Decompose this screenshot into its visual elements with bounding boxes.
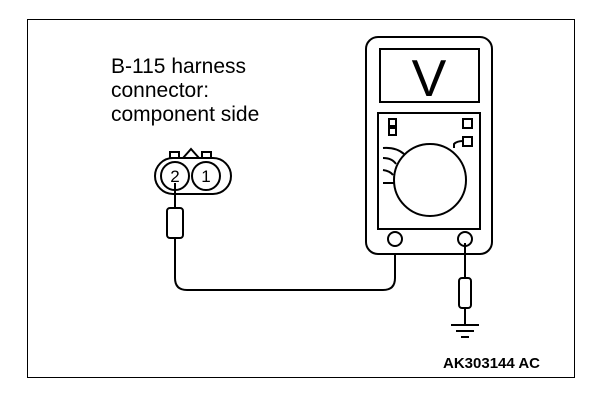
probe-pin-2 [166, 183, 184, 246]
connector-label: B-115 harness connector: component side [111, 55, 259, 127]
connector-label-line-2: connector: [111, 79, 210, 102]
meter-com-jack [387, 231, 403, 247]
connector-label-line-1: B-115 harness [111, 55, 247, 78]
harness-connector [154, 147, 232, 195]
pin-2-label: 2 [170, 167, 179, 186]
meter-dial [393, 143, 467, 217]
probe-ground [458, 243, 472, 325]
pin-1-circle [191, 161, 221, 191]
figure-code: AK303144 AC [443, 355, 540, 372]
meter-v-symbol: V [412, 50, 447, 108]
figure-frame [27, 19, 575, 378]
connector-label-line-3: component side [111, 103, 260, 126]
test-lead-wire [174, 242, 396, 291]
pin-1-label: 1 [201, 167, 210, 186]
ground-icon [451, 324, 479, 338]
voltmeter [365, 36, 493, 255]
meter-display [379, 48, 480, 103]
